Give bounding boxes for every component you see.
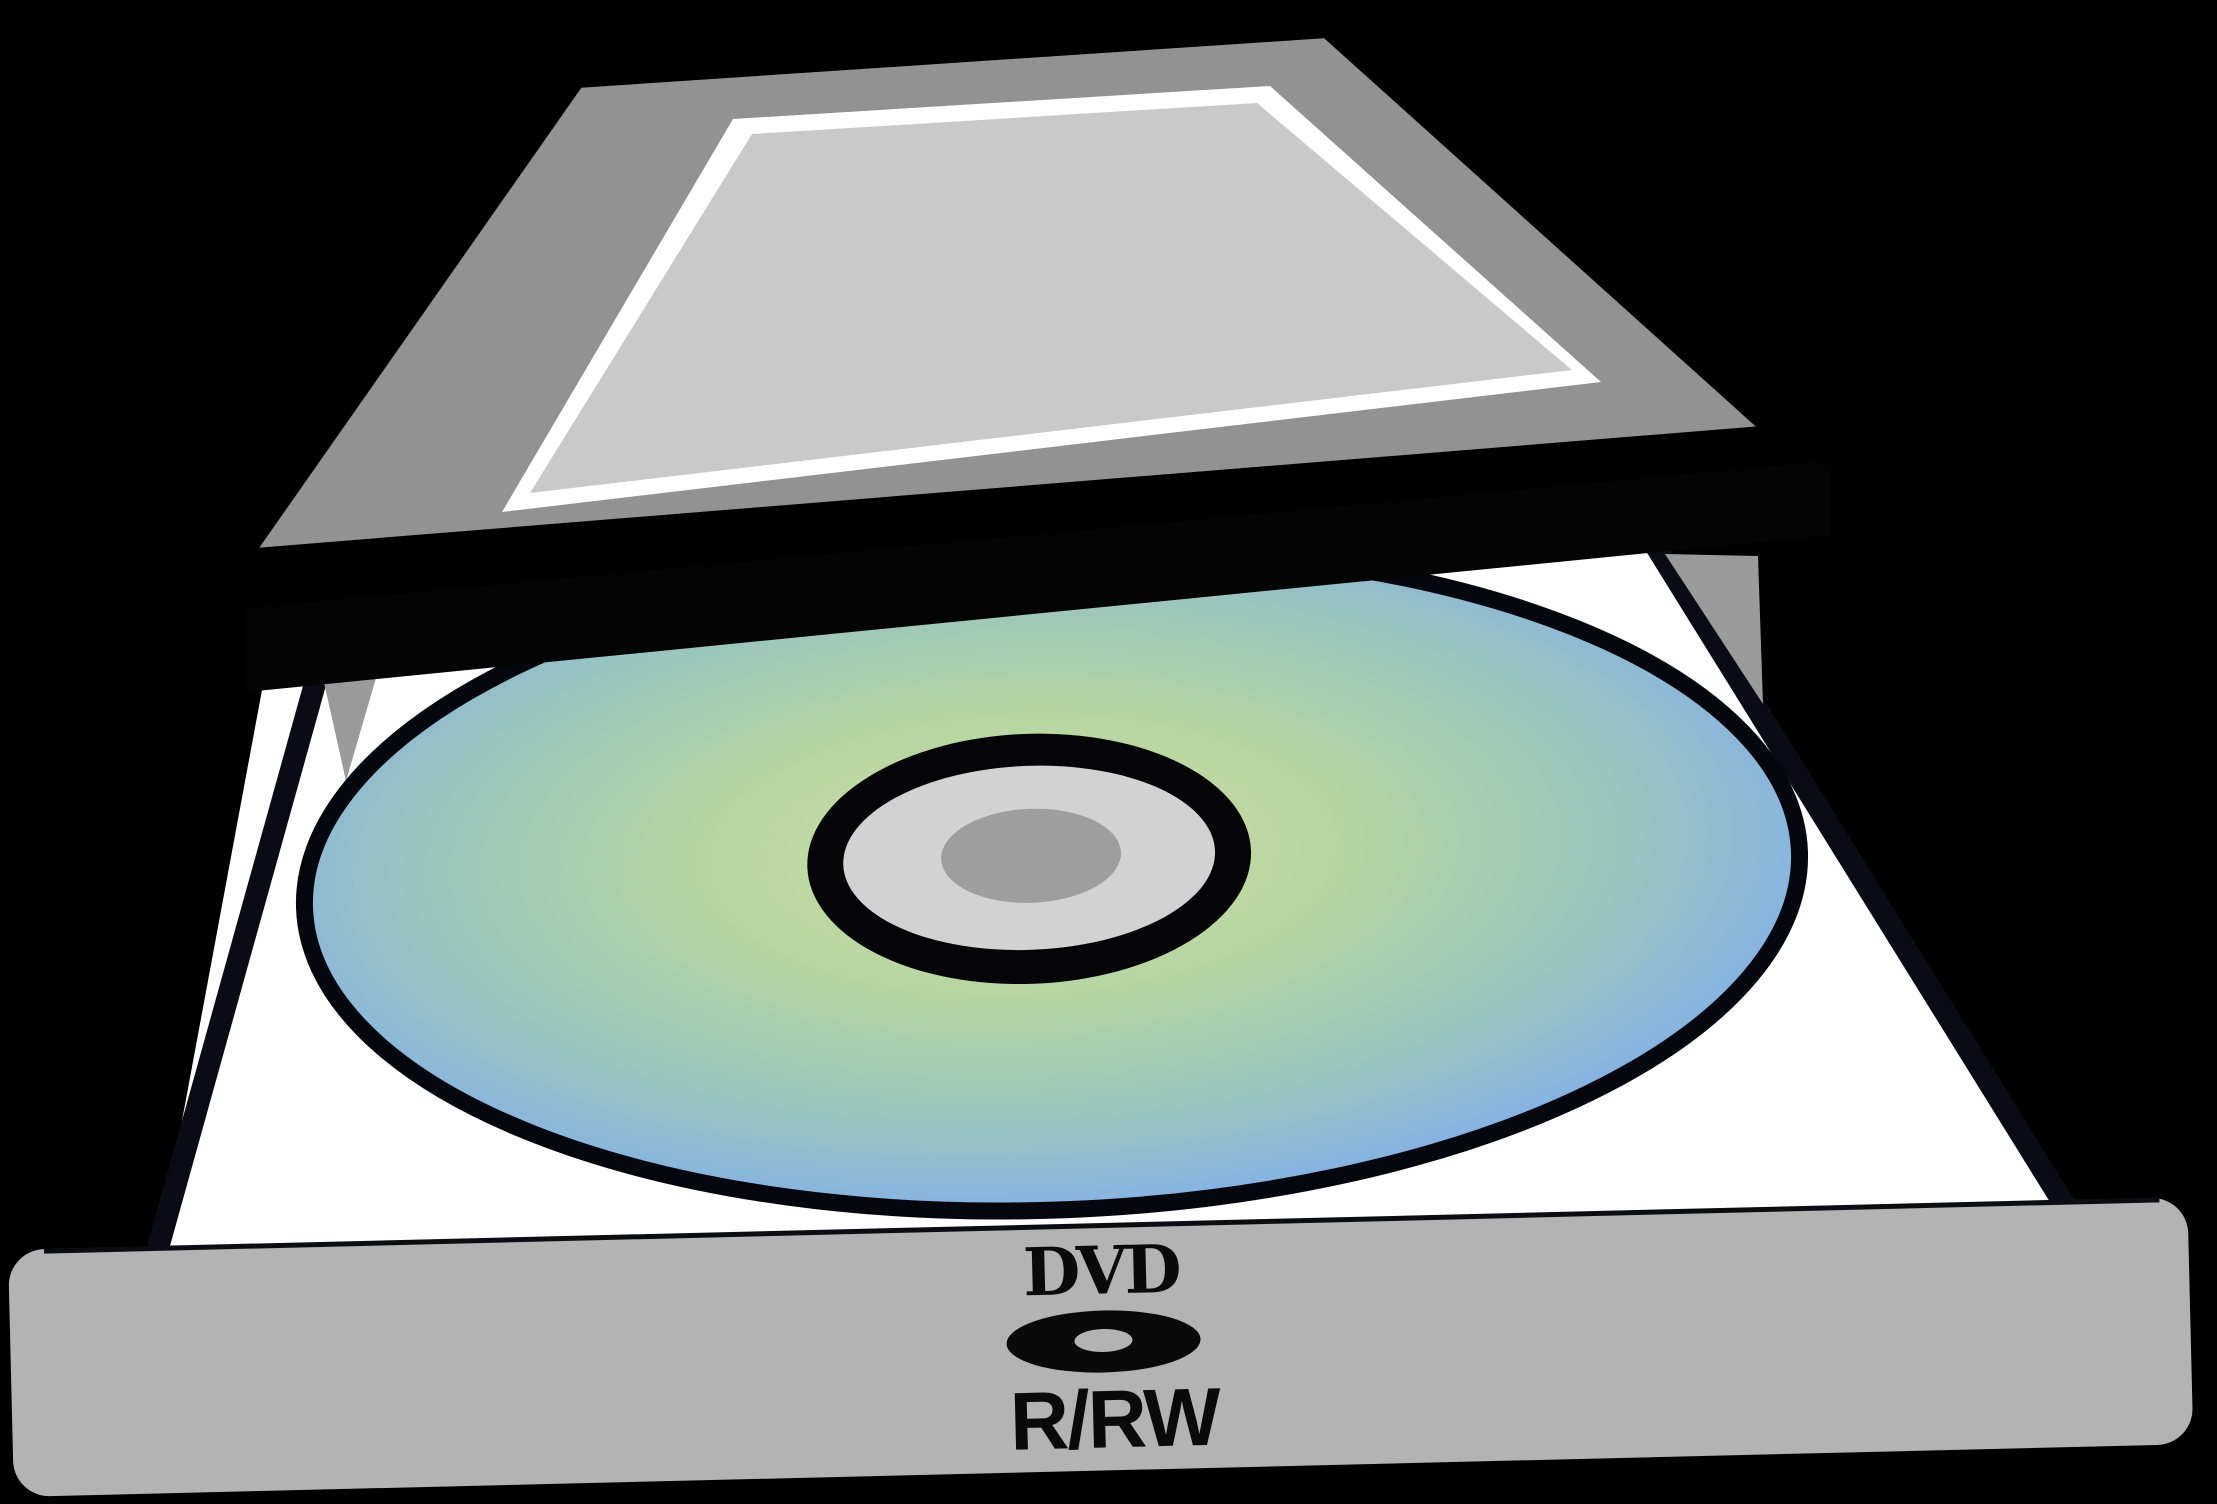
disc [295, 540, 1809, 1220]
tray-right-edge [1642, 534, 2076, 1213]
tray-left-edge [147, 652, 334, 1251]
front-panel-top-line [43, 1197, 2160, 1254]
disc-hub-core [941, 808, 1122, 903]
dvd-logo-text: DVD [1022, 1230, 1180, 1312]
lid-inset-panel [530, 103, 1572, 493]
drive-lid [226, 21, 1795, 567]
rw-label: R/RW [1009, 1372, 1223, 1468]
lid-front-band [246, 462, 1830, 692]
left-side-wall [317, 651, 383, 781]
disc-icon [1006, 1310, 1201, 1373]
right-side-wall [1665, 554, 1763, 704]
front-panel: DVD R/RW [8, 1197, 2193, 1497]
disc-icon-hole [1074, 1328, 1133, 1353]
